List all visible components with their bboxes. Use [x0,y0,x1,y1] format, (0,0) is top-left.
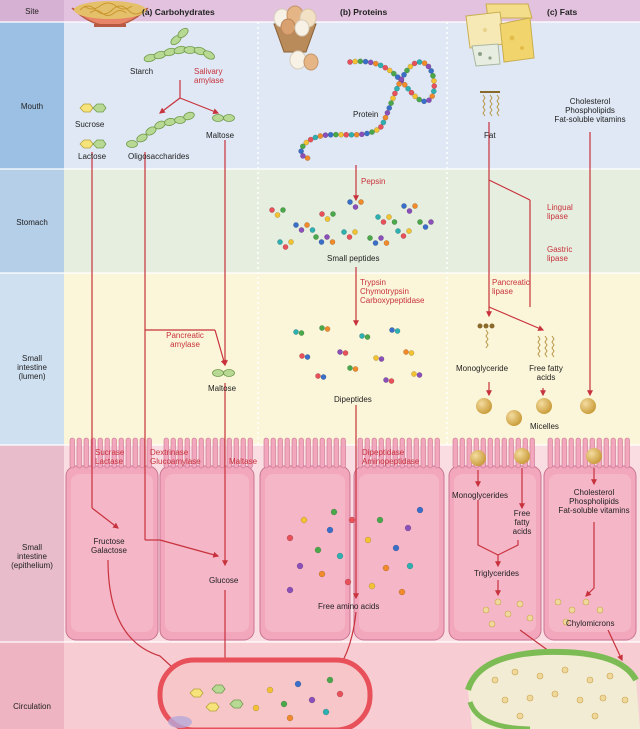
fat-molecule [480,91,500,117]
pepsin-label: Pepsin [361,177,386,186]
maltose-molecule [212,114,235,377]
dipeptides-label: Dipeptides [334,395,372,404]
eggs-icon [273,5,319,71]
small-peptides-beads [269,199,434,250]
oligosaccharides-label: Oligosaccharides [128,152,190,161]
amino-acids-in-blood [252,676,344,722]
micelles-label: Micelles [530,422,559,431]
chylomicrons-label: Chylomicrons [566,619,615,628]
proteins-header: (b) Proteins [340,7,388,17]
dipeptides-beads [293,325,423,384]
protein-label: Protein [353,110,379,119]
oligosaccharide-chain [126,111,195,148]
carbohydrates-header: (a) Carbohydrates [142,7,215,17]
blood-vessel [157,657,373,729]
cheese-icon [465,3,535,67]
monoglyceride-molecule [477,323,495,349]
maltase-label: Maltase [229,457,258,466]
circulation-label: Circulation [13,702,51,711]
starch-chain [143,27,215,63]
lymph-vessel [465,648,640,729]
pasta-icon [71,1,149,27]
sucrose-label: Sucrose [75,120,105,129]
mouth-label: Mouth [20,102,44,111]
fats-header: (c) Fats [547,7,578,17]
maltose-lumen-label: Maltose [208,384,237,393]
free-fatty-acid-molecules [537,335,555,358]
triglycerides-label: Triglycerides [474,569,520,578]
lactose-molecule [79,139,107,149]
monoglycerides-label: Monoglycerides [452,491,509,500]
monoglyceride-label: Monoglyceride [456,364,509,373]
protein-bead-chain [298,58,438,161]
starch-label: Starch [130,67,154,76]
chylomicron-dots [482,598,604,628]
stomach-band [0,169,640,273]
lactose-label: Lactose [78,152,107,161]
fat-label: Fat [484,131,496,140]
site-header: Site [25,7,39,16]
maltose-mouth-label: Maltose [206,131,235,140]
glucose-label: Glucose [209,576,239,585]
sucrose-molecule [79,103,107,113]
small-peptides-label: Small peptides [327,254,380,263]
stomach-label: Stomach [16,218,48,227]
lumen-band [0,273,640,445]
micelle-spheres [470,398,602,466]
sugar-in-blood [189,684,244,712]
free-amino-acids-label: Free amino acids [318,602,380,611]
free-amino-acids-beads [286,506,424,596]
